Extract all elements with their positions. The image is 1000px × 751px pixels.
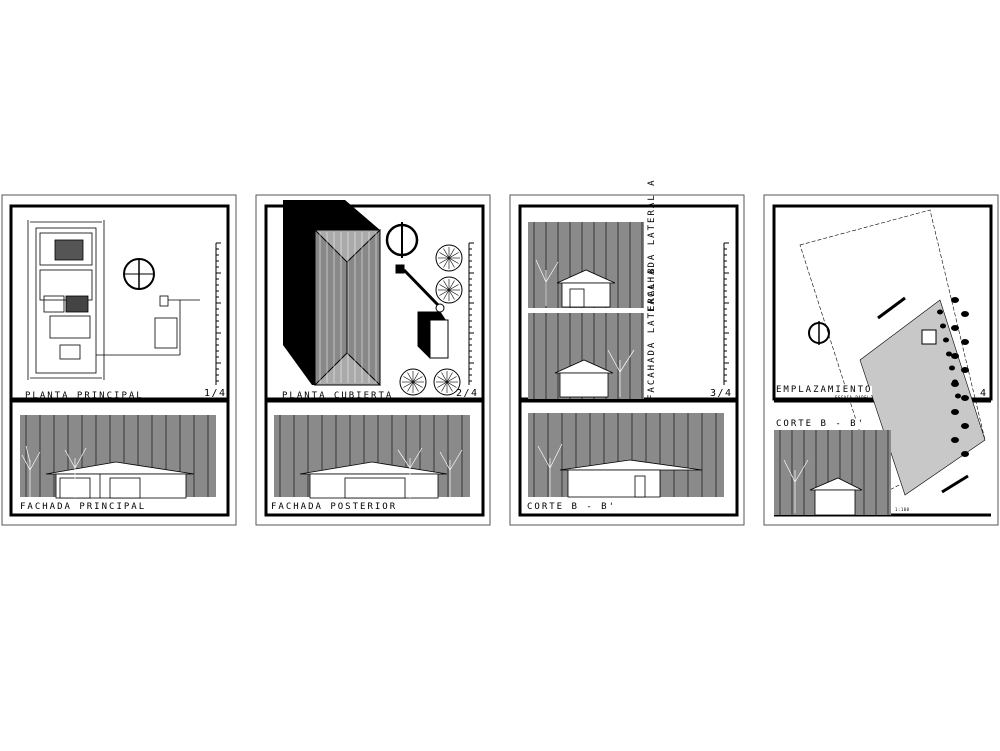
trees-3 (535, 259, 635, 497)
tank (395, 264, 449, 359)
section-house (559, 459, 703, 498)
sheet-4-scale-note: 1:100 (895, 507, 910, 512)
north-compass-2 (385, 222, 419, 258)
sheet-4-number: 4 (980, 388, 988, 399)
trees-left (21, 445, 87, 498)
north-compass (123, 258, 155, 290)
house-elevation (45, 461, 195, 499)
sheet-4-site-title: EMPLAZAMIENTO (776, 385, 873, 395)
sheet-2-elevation-title: FACHADA POSTERIOR (271, 502, 398, 512)
sheet-2-number: 2/4 (456, 388, 479, 399)
corte-house-4 (809, 477, 863, 516)
sheet-1-elevation-title: FACHADA PRINCIPAL (20, 502, 147, 512)
roof-plan (283, 200, 382, 386)
sheet-2-plan-title: PLANTA CUBIERTA (282, 391, 394, 401)
sheet-1-plan-title: PLANTA PRINCIPAL (25, 391, 144, 401)
lateral-a-house (556, 269, 616, 308)
trees-right-2 (397, 447, 463, 498)
site-plan (799, 209, 986, 496)
trees-4 (783, 459, 809, 513)
sheet-3-section-title: CORTE B - B' (527, 502, 617, 512)
floor-plan (27, 220, 200, 380)
lateral-b-house (554, 359, 614, 398)
north-compass-4 (808, 321, 830, 345)
sheet-4-site-subtitle: ESCALA PAPEL (835, 395, 870, 400)
sheet-3-number: 3/4 (710, 388, 733, 399)
sheet-1-number: 1/4 (204, 388, 227, 399)
sheet-4-section-title: CORTE B - B' (776, 419, 866, 429)
